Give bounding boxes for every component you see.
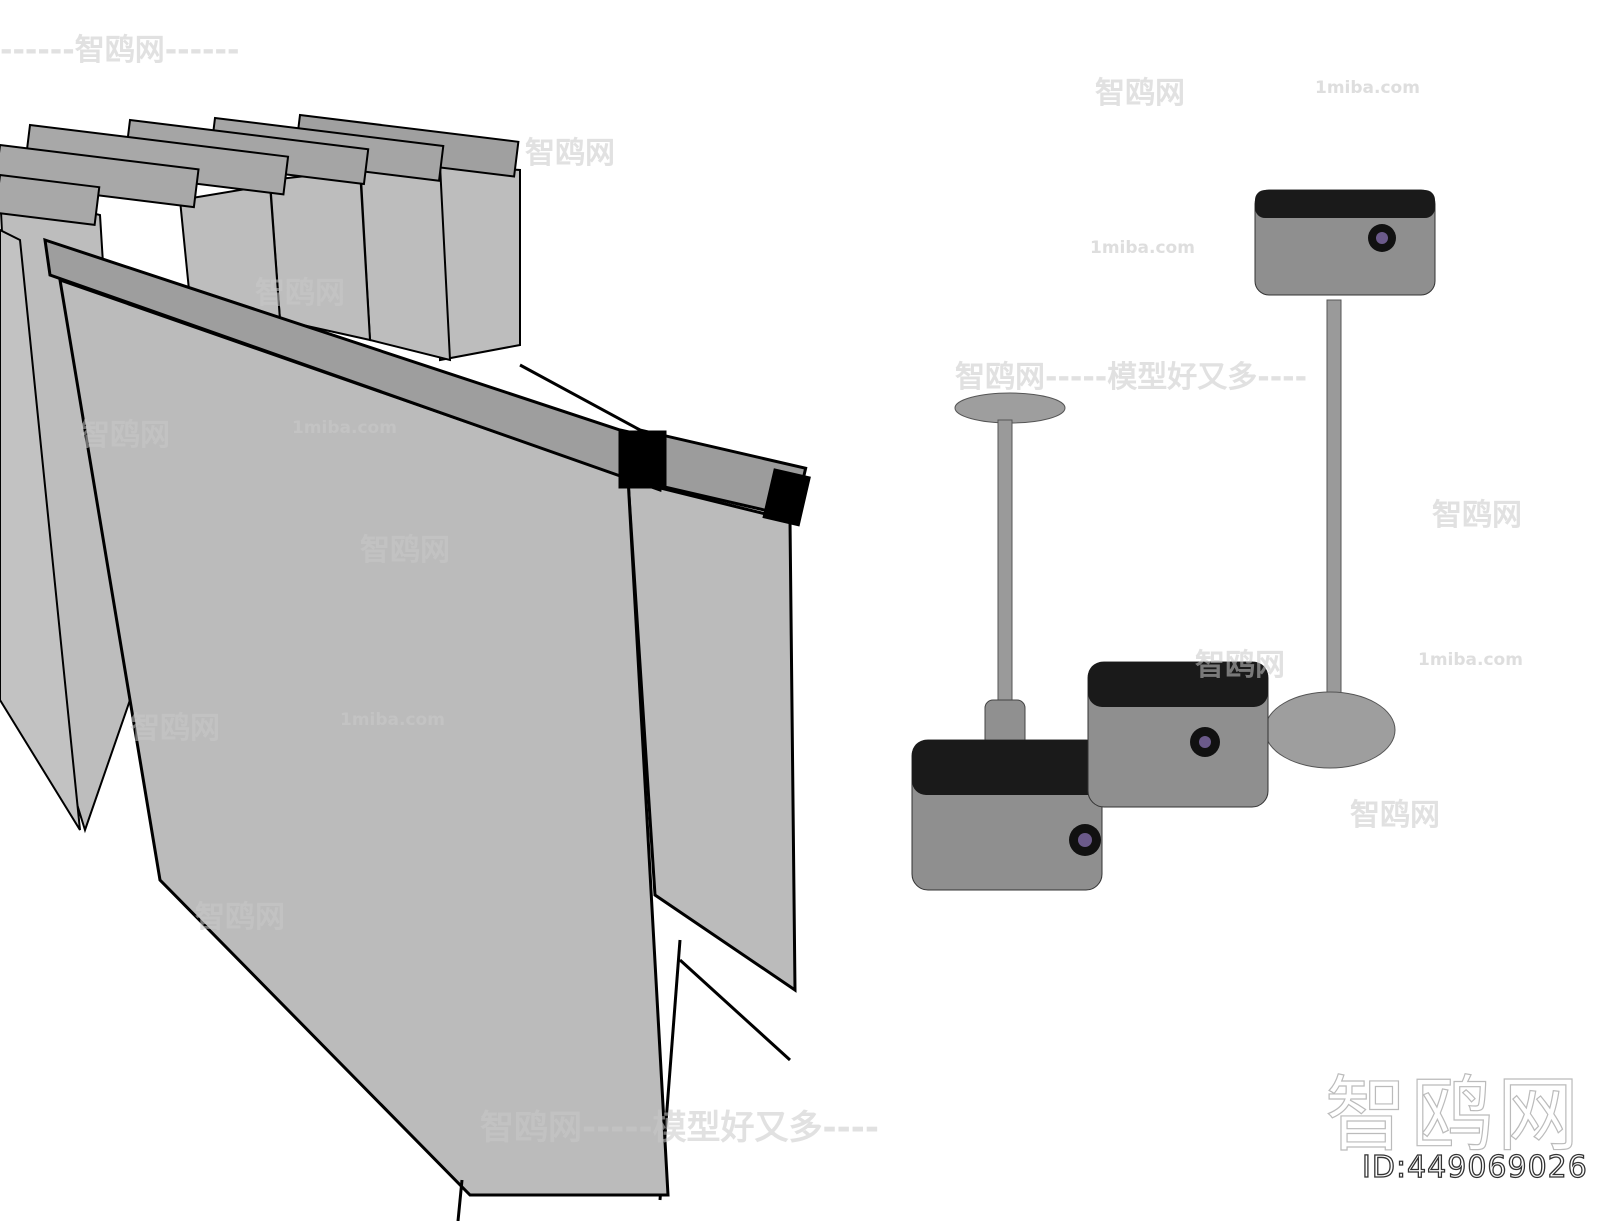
- watermark: 智鸥网: [80, 418, 170, 453]
- watermark: 智鸥网: [1095, 76, 1185, 111]
- watermark: 智鸥网: [525, 136, 615, 171]
- watermark: 智鸥网: [1432, 498, 1522, 533]
- watermark-site: 1miba.com: [292, 418, 397, 438]
- watermark: 智鸥网: [255, 276, 345, 311]
- watermark: 智鸥网: [1350, 798, 1440, 833]
- projector-table: [1087, 661, 1269, 808]
- watermark: 智鸥网-----模型好又多----: [955, 360, 1308, 395]
- logo-watermark: 智鸥网: [1324, 1067, 1584, 1163]
- background-screens: [0, 113, 521, 834]
- projector-tall-stand: [1254, 189, 1436, 769]
- model-id: ID:449069026: [1361, 1149, 1588, 1185]
- watermark-site: 1miba.com: [1418, 650, 1523, 670]
- watermark: 智鸥网: [195, 900, 285, 935]
- tripod-screen-front: [43, 237, 670, 1221]
- watermark-site: 1miba.com: [1090, 238, 1195, 258]
- projector-short-stand: [911, 392, 1103, 891]
- watermark: ------智鸥网------: [0, 33, 240, 68]
- watermark-site: 1miba.com: [340, 710, 445, 730]
- watermark: 智鸥网: [1195, 648, 1285, 683]
- tripod-screen-rear: [519, 363, 811, 1201]
- watermark-site: 1miba.com: [1315, 78, 1420, 98]
- watermark: 智鸥网-----模型好又多----: [480, 1108, 880, 1148]
- watermark: 智鸥网: [130, 711, 220, 746]
- watermark: 智鸥网: [360, 533, 450, 568]
